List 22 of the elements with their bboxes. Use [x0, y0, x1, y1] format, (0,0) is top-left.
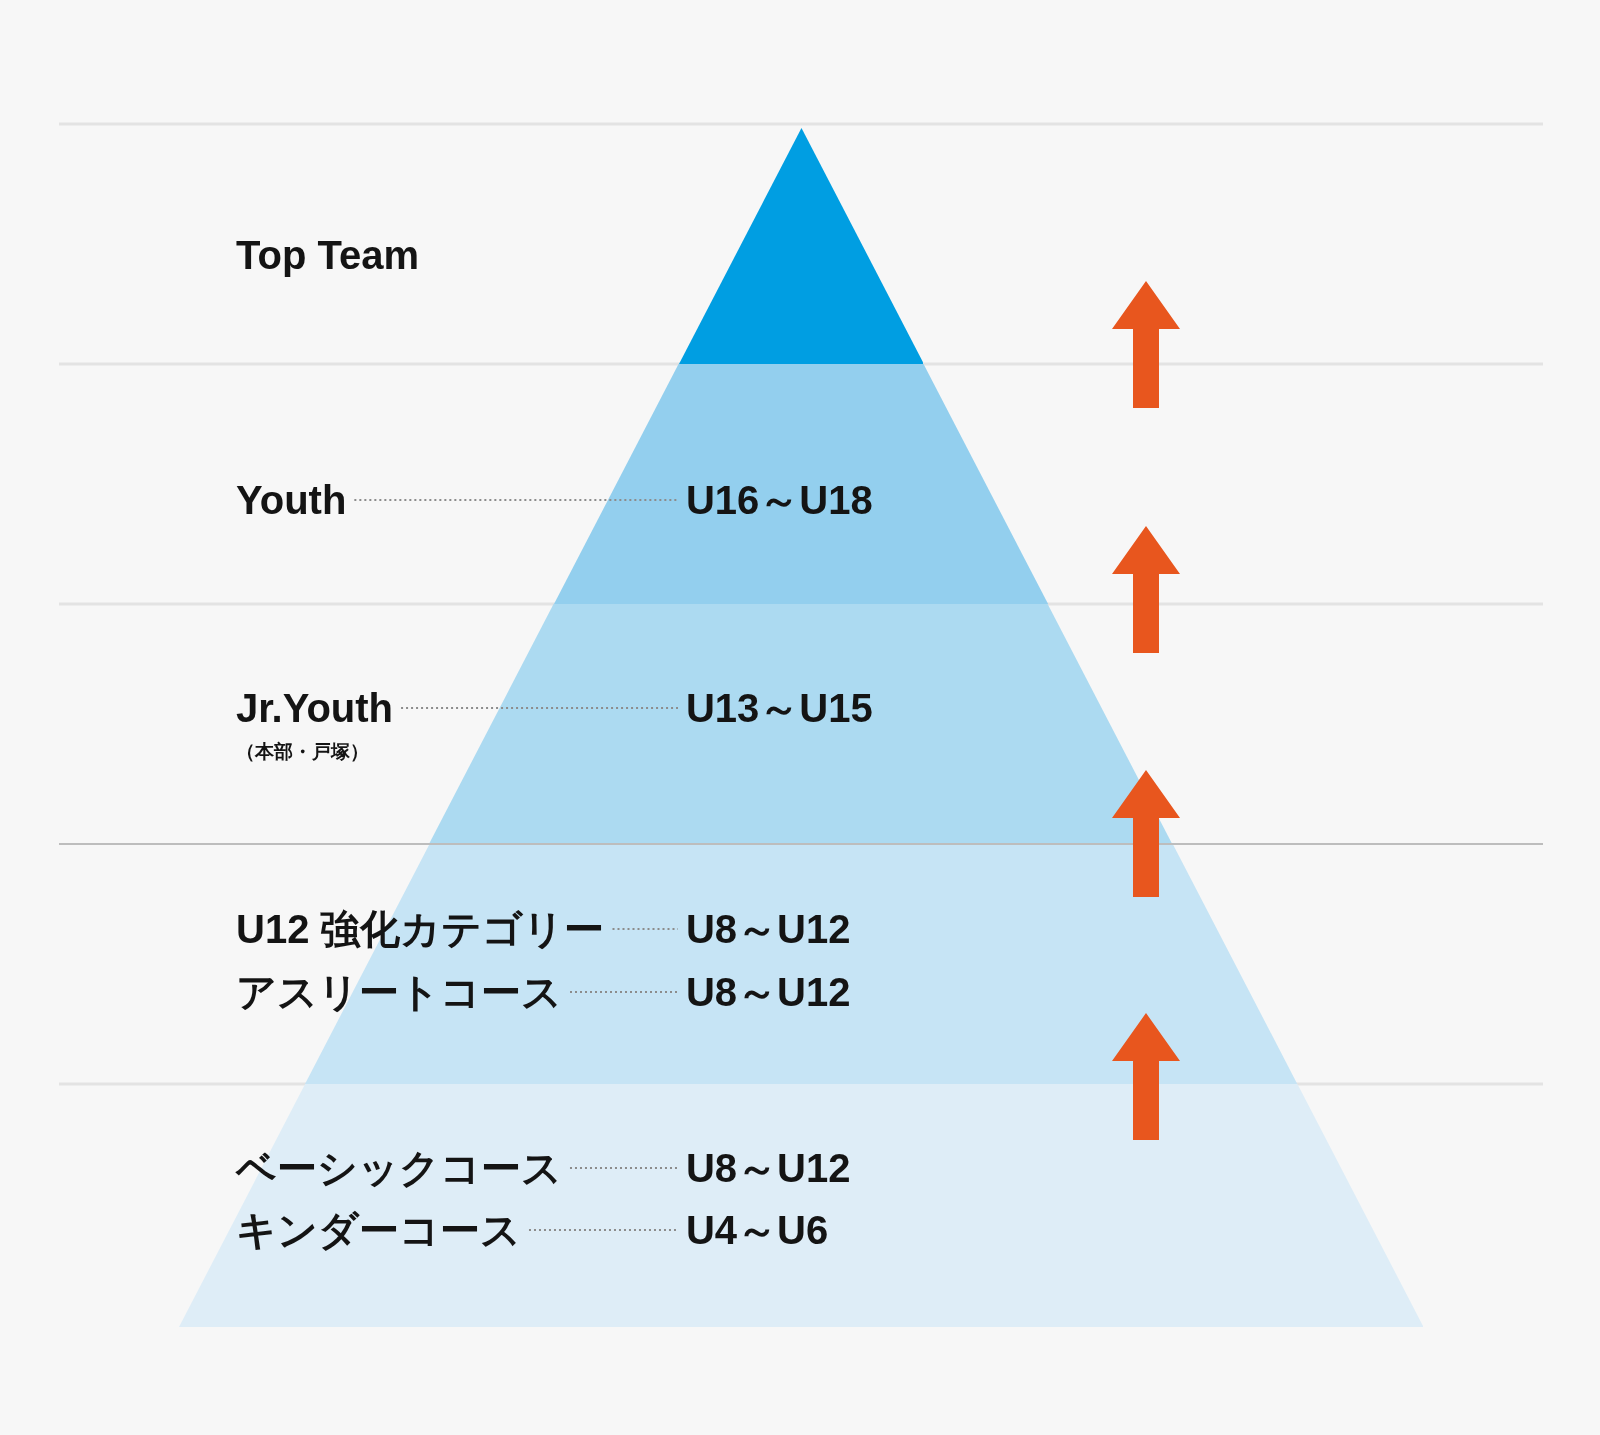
age-range: U8～U12: [686, 1144, 851, 1192]
level-name: アスリートコース: [236, 968, 562, 1016]
dotted-leader-line: [353, 499, 679, 501]
dotted-leader-line: [400, 707, 679, 709]
level-name: キンダーコース: [236, 1206, 521, 1254]
level-name: Jr.Youth: [236, 685, 394, 732]
dotted-leader-line: [569, 1167, 679, 1169]
age-range: U8～U12: [686, 968, 851, 1016]
level-name: U12 強化カテゴリー: [236, 905, 605, 953]
age-range: U16～U18: [686, 476, 873, 524]
pyramid-tier: [429, 604, 1173, 844]
level-name: Youth: [236, 476, 347, 524]
pyramid-tier: [178, 1084, 1424, 1327]
level-name: ベーシックコース: [236, 1144, 562, 1192]
location-note: （本部・戸塚）: [236, 740, 370, 764]
pyramid-tier: [553, 364, 1049, 604]
age-range: U13～U15: [686, 684, 873, 732]
age-range: U4～U6: [686, 1206, 829, 1254]
dotted-leader-line: [569, 991, 679, 993]
level-name: Top Team: [236, 232, 419, 279]
age-range: U8～U12: [686, 905, 851, 953]
dotted-leader-line: [528, 1229, 679, 1231]
